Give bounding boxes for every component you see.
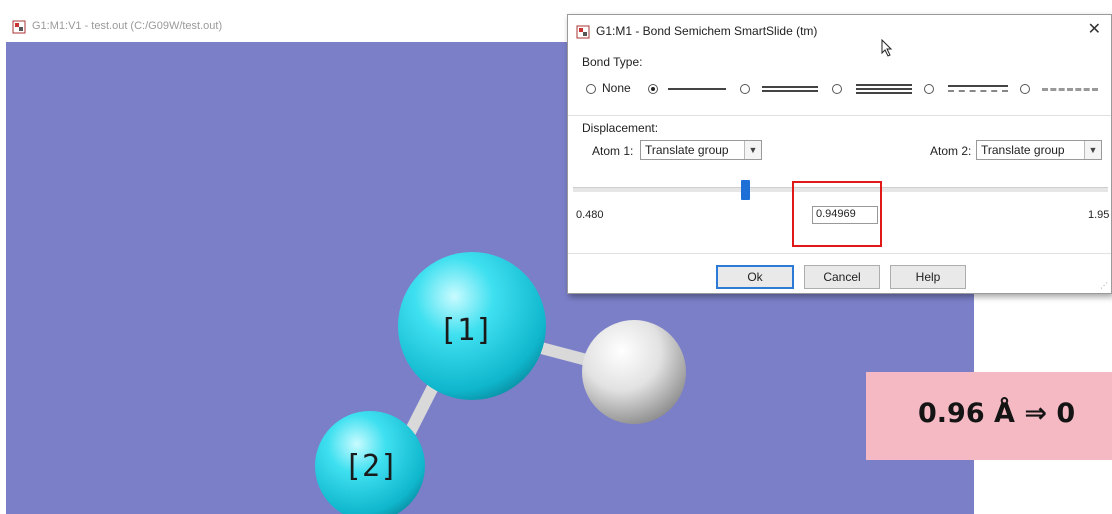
atom1-displacement-select[interactable]: Translate group ▼: [640, 140, 762, 160]
gaussview-app-icon: [576, 24, 590, 39]
chevron-down-icon[interactable]: ▼: [744, 141, 761, 159]
slider-max-label: 1.95: [1088, 209, 1110, 221]
close-icon[interactable]: ✕: [1087, 19, 1101, 38]
resize-grip-icon[interactable]: ⋰: [1100, 281, 1108, 290]
gaussview-app-icon: [12, 19, 26, 34]
dialog-titlebar[interactable]: G1:M1 - Bond Semichem SmartSlide (tm): [568, 15, 1111, 47]
atom2-displacement-select[interactable]: Translate group ▼: [976, 140, 1102, 160]
chevron-down-icon[interactable]: ▼: [1084, 141, 1101, 159]
radio-none[interactable]: [586, 84, 596, 94]
atom1-select-value: Translate group: [645, 143, 729, 157]
atom-2-label: [2]: [344, 449, 398, 484]
mouse-cursor-icon: [881, 38, 893, 61]
double-bond-icon: [762, 86, 818, 92]
atom1-label: Atom 1:: [592, 144, 634, 158]
help-button[interactable]: Help: [890, 265, 966, 289]
partial-bond-icon: [1042, 88, 1098, 91]
bond-length-annotation: 0.96 Å ⇒ 0: [866, 372, 1112, 460]
ok-button[interactable]: Ok: [716, 265, 794, 289]
bond-length-slider-thumb[interactable]: [741, 180, 750, 200]
radio-none-label: None: [602, 81, 631, 95]
dialog-title: G1:M1 - Bond Semichem SmartSlide (tm): [596, 24, 818, 38]
viewer-window: G1:M1:V1 - test.out (C:/G09W/test.out): [6, 12, 974, 514]
atom-1-label: [1]: [439, 313, 493, 348]
radio-double-bond[interactable]: [740, 84, 750, 94]
cancel-button[interactable]: Cancel: [804, 265, 880, 289]
atom2-label: Atom 2:: [930, 144, 972, 158]
atom-1[interactable]: [398, 252, 546, 400]
radio-aromatic-bond[interactable]: [924, 84, 934, 94]
bond-type-heading: Bond Type:: [582, 55, 643, 69]
atom-2[interactable]: [315, 411, 425, 514]
molecule-viewport[interactable]: [1] [2]: [6, 42, 974, 514]
footer-divider: [568, 253, 1111, 254]
radio-single-bond[interactable]: [648, 84, 658, 94]
displacement-heading: Displacement:: [582, 121, 659, 135]
bond-smartslide-dialog: G1:M1 - Bond Semichem SmartSlide (tm) ✕ …: [567, 14, 1112, 294]
annotation-text: 0.96 Å ⇒ 0: [918, 398, 1076, 429]
aromatic-bond-icon: [948, 85, 1008, 92]
single-bond-icon: [668, 88, 726, 90]
radio-partial-bond[interactable]: [1020, 84, 1030, 94]
highlight-box: [792, 181, 882, 247]
radio-triple-bond[interactable]: [832, 84, 842, 94]
hydrogen-atom[interactable]: [582, 320, 686, 424]
slider-min-label: 0.480: [576, 209, 604, 221]
section-divider: [568, 115, 1111, 116]
atom2-select-value: Translate group: [981, 143, 1065, 157]
bond-length-slider-track[interactable]: [573, 187, 1108, 192]
bond-length-input[interactable]: 0.94969: [812, 206, 878, 224]
triple-bond-icon: [856, 84, 912, 94]
viewer-title: G1:M1:V1 - test.out (C:/G09W/test.out): [32, 20, 223, 32]
